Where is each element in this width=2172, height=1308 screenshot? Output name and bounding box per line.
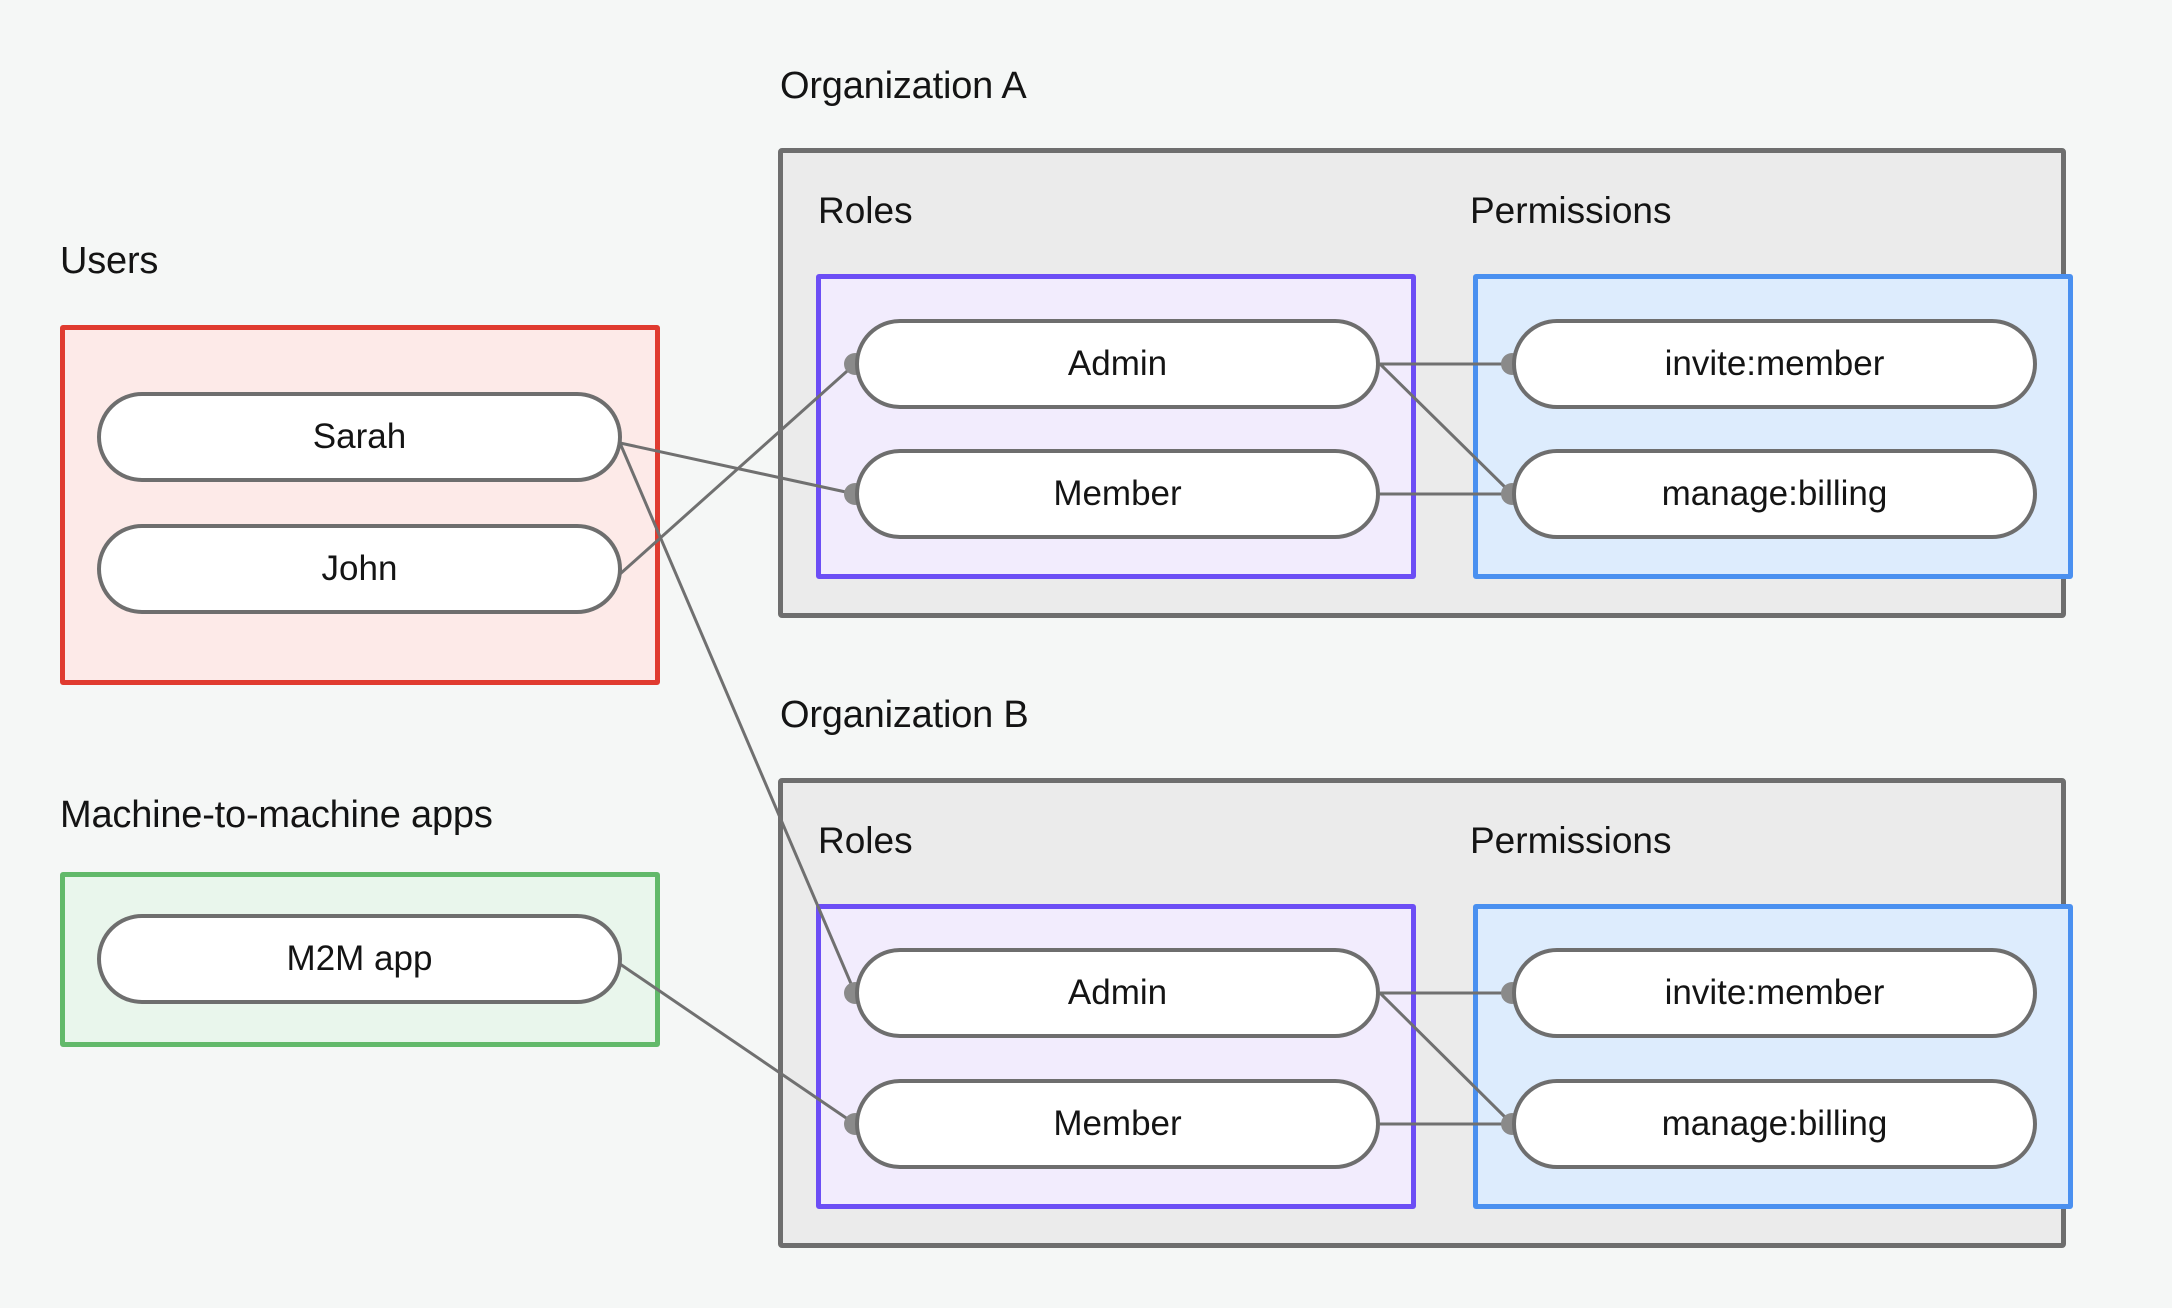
users-group-box	[60, 325, 660, 685]
organization-a-role-pill-member[interactable]: Member	[855, 449, 1380, 539]
organization-a-roles-title: Roles	[818, 190, 913, 231]
organization-b-role-pill-member[interactable]: Member	[855, 1079, 1380, 1169]
organization-a-permission-pill-invite-member[interactable]: invite:member	[1512, 319, 2037, 409]
user-pill-sarah[interactable]: Sarah	[97, 392, 622, 482]
organization-b-role-pill-admin[interactable]: Admin	[855, 948, 1380, 1038]
organization-a-title: Organization A	[780, 65, 1027, 107]
user-pill-john[interactable]: John	[97, 524, 622, 614]
organization-b-permission-pill-manage-billing[interactable]: manage:billing	[1512, 1079, 2037, 1169]
organization-b-permissions-title: Permissions	[1470, 820, 1672, 861]
organization-b-permission-pill-invite-member[interactable]: invite:member	[1512, 948, 2037, 1038]
m2m-pill-app[interactable]: M2M app	[97, 914, 622, 1004]
organization-b-title: Organization B	[780, 694, 1029, 736]
organization-a-permission-pill-manage-billing[interactable]: manage:billing	[1512, 449, 2037, 539]
organization-a-permissions-title: Permissions	[1470, 190, 1672, 231]
users-group-title: Users	[60, 240, 159, 282]
m2m-group-title: Machine-to-machine apps	[60, 794, 493, 836]
organization-a-role-pill-admin[interactable]: Admin	[855, 319, 1380, 409]
organization-b-roles-title: Roles	[818, 820, 913, 861]
